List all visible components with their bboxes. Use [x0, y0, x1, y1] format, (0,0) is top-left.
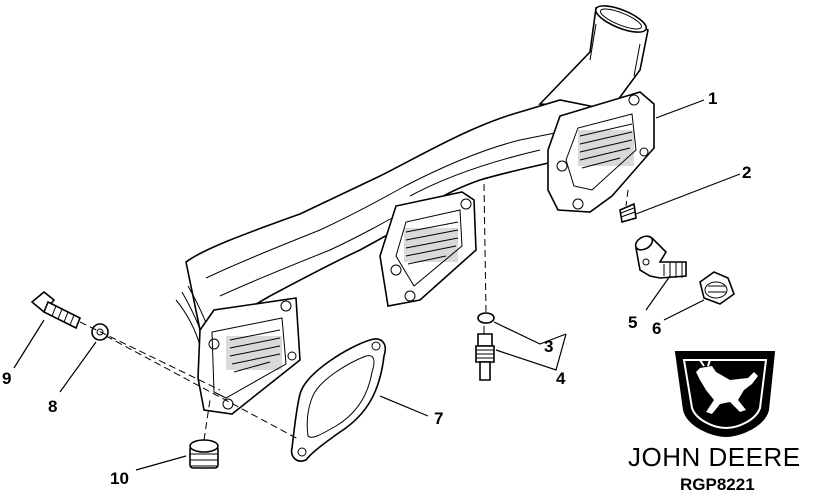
pipe-plug-small — [619, 202, 637, 224]
manifold-gasket — [290, 338, 386, 462]
callout-1: 1 — [708, 89, 717, 108]
callout-4: 4 — [556, 369, 566, 388]
cylindrical-plug — [189, 439, 219, 469]
callout-5: 5 — [628, 313, 637, 332]
callout-2: 2 — [742, 163, 751, 182]
callout-3: 3 — [544, 337, 553, 356]
elbow-fitting — [634, 235, 687, 279]
assembly-lines — [79, 183, 629, 441]
temperature-sensor — [475, 326, 495, 381]
hex-plug — [699, 271, 735, 305]
cap-screw — [30, 290, 82, 330]
callout-8: 8 — [48, 397, 57, 416]
callout-10: 10 — [110, 469, 129, 488]
callout-7: 7 — [434, 409, 443, 428]
deer-logo-icon — [674, 351, 776, 438]
o-ring — [477, 312, 495, 324]
brand-name: JOHN DEERE — [628, 442, 801, 472]
callout-9: 9 — [2, 369, 11, 388]
callout-6: 6 — [652, 319, 661, 338]
leader-lines — [13, 99, 741, 471]
exhaust-manifold — [175, 5, 655, 415]
figure-code: RGP8221 — [680, 475, 755, 494]
